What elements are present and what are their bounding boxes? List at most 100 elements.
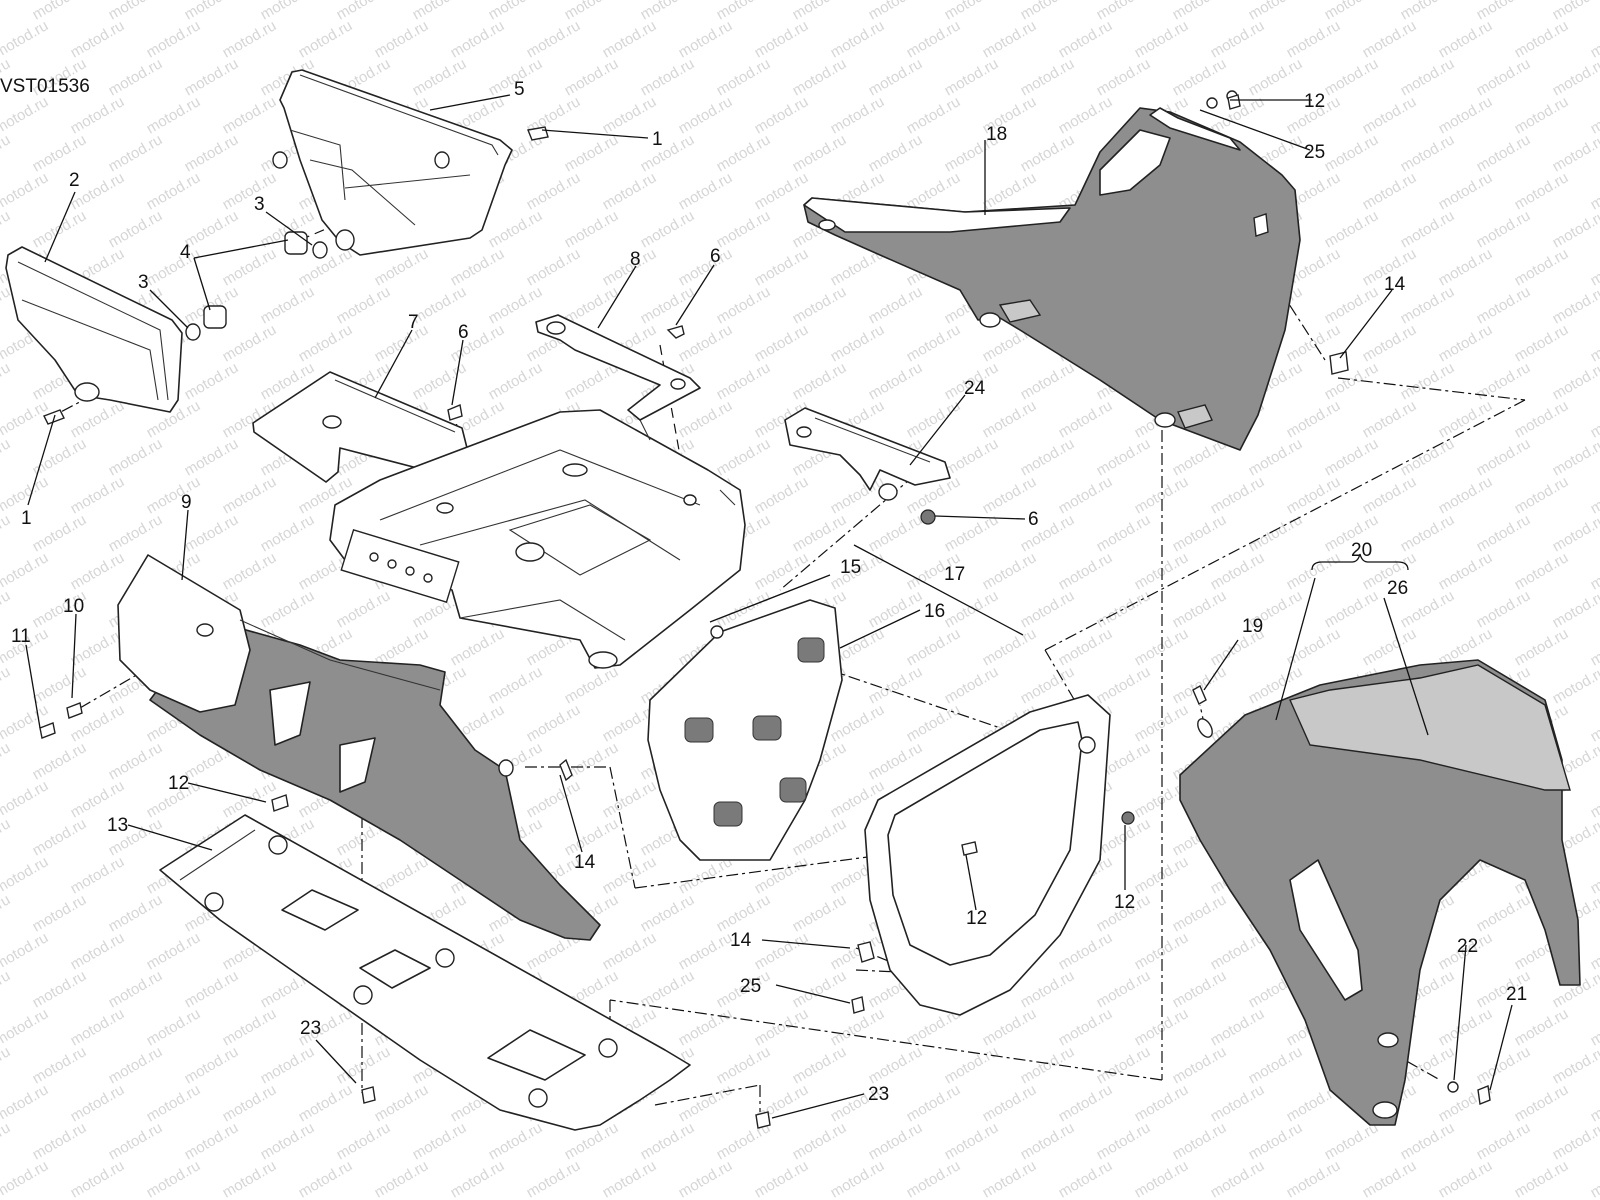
callout-25b: 25: [740, 976, 761, 997]
watermark-text: motod.ru: [1474, 131, 1534, 175]
watermark-text: motod.ru: [1550, 207, 1600, 251]
watermark-text: motod.ru: [942, 587, 1002, 631]
watermark-text: motod.ru: [1550, 55, 1600, 99]
watermark-text: motod.ru: [1588, 169, 1600, 213]
watermark-text: motod.ru: [714, 435, 774, 479]
watermark-text: motod.ru: [144, 17, 204, 61]
watermark-text: motod.ru: [562, 131, 622, 175]
watermark-text: motod.ru: [1512, 245, 1572, 289]
watermark-text: motod.ru: [866, 283, 926, 327]
watermark-text: motod.ru: [1588, 1005, 1600, 1049]
watermark-text: motod.ru: [866, 1043, 926, 1087]
watermark-text: motod.ru: [1436, 17, 1496, 61]
watermark-text: motod.ru: [714, 207, 774, 251]
watermark-text: motod.ru: [0, 815, 13, 859]
watermark-text: motod.ru: [1360, 93, 1420, 137]
watermark-text: motod.ru: [0, 967, 13, 1011]
watermark-text: motod.ru: [68, 853, 128, 897]
watermark-text: motod.ru: [600, 1157, 660, 1200]
watermark-text: motod.ru: [1094, 1043, 1154, 1087]
watermark-text: motod.ru: [106, 511, 166, 555]
watermark-text: motod.ru: [0, 1005, 51, 1049]
watermark-text: motod.ru: [790, 967, 850, 1011]
watermark-text: motod.ru: [1246, 435, 1306, 479]
watermark-text: motod.ru: [904, 17, 964, 61]
watermark-text: motod.ru: [790, 511, 850, 555]
watermark-text: motod.ru: [144, 1081, 204, 1125]
callout-6b: 6: [458, 322, 469, 343]
watermark-text: motod.ru: [1360, 169, 1420, 213]
watermark-text: motod.ru: [1550, 587, 1600, 631]
watermark-text: motod.ru: [1094, 663, 1154, 707]
watermark-text: motod.ru: [866, 511, 926, 555]
watermark-text: motod.ru: [68, 549, 128, 593]
watermark-text: motod.ru: [1474, 1043, 1534, 1087]
part-20-front-fender: [1179, 659, 1581, 1126]
watermark-text: motod.ru: [790, 359, 850, 403]
watermark-text: motod.ru: [68, 473, 128, 517]
watermark-text: motod.ru: [1360, 1157, 1420, 1200]
watermark-text: motod.ru: [1588, 777, 1600, 821]
watermark-text: motod.ru: [0, 207, 13, 251]
watermark-text: motod.ru: [1512, 1157, 1572, 1200]
watermark-text: motod.ru: [0, 549, 51, 593]
watermark-text: motod.ru: [1208, 929, 1268, 973]
watermark-text: motod.ru: [1208, 17, 1268, 61]
watermark-text: motod.ru: [524, 169, 584, 213]
watermark-text: motod.ru: [1474, 207, 1534, 251]
part-9-belly-panel: [117, 554, 601, 941]
watermark-text: motod.ru: [1284, 397, 1344, 441]
watermark-text: motod.ru: [68, 93, 128, 137]
watermark-text: motod.ru: [1398, 359, 1458, 403]
watermark-text: motod.ru: [1056, 929, 1116, 973]
watermark-text: motod.ru: [1512, 397, 1572, 441]
watermark-text: motod.ru: [904, 1081, 964, 1125]
callout-12c: 12: [966, 908, 987, 929]
watermark-text: motod.ru: [1512, 17, 1572, 61]
watermark-text: motod.ru: [676, 1081, 736, 1125]
watermark-text: motod.ru: [1588, 1081, 1600, 1125]
watermark-text: motod.ru: [106, 207, 166, 251]
watermark-text: motod.ru: [220, 1081, 280, 1125]
watermark-text: motod.ru: [676, 929, 736, 973]
callout-6c: 6: [1028, 509, 1039, 530]
watermark-text: motod.ru: [258, 283, 318, 327]
watermark-text: motod.ru: [752, 929, 812, 973]
watermark-text: motod.ru: [828, 929, 888, 973]
callout-21: 21: [1506, 984, 1527, 1005]
watermark-text: motod.ru: [0, 359, 13, 403]
watermark-text: motod.ru: [1094, 435, 1154, 479]
watermark-text: motod.ru: [486, 359, 546, 403]
watermark-text: motod.ru: [1512, 473, 1572, 517]
watermark-text: motod.ru: [106, 435, 166, 479]
callout-7: 7: [408, 312, 419, 333]
callout-23a: 23: [300, 1018, 321, 1039]
callout-24: 24: [964, 378, 986, 399]
watermark-text: motod.ru: [752, 93, 812, 137]
watermark-text: motod.ru: [828, 701, 888, 745]
watermark-text: motod.ru: [0, 435, 13, 479]
watermark-text: motod.ru: [904, 701, 964, 745]
watermark-text: motod.ru: [106, 891, 166, 935]
watermark-text: motod.ru: [1398, 511, 1458, 555]
callout-12a: 12: [168, 773, 189, 794]
watermark-text: motod.ru: [866, 739, 926, 783]
part-8-bracket: [535, 314, 701, 421]
watermark-text: motod.ru: [1284, 1157, 1344, 1200]
watermark-text: motod.ru: [980, 1081, 1040, 1125]
watermark-text: motod.ru: [106, 131, 166, 175]
watermark-text: motod.ru: [600, 93, 660, 137]
watermark-text: motod.ru: [1512, 169, 1572, 213]
watermark-text: motod.ru: [30, 967, 90, 1011]
watermark-text: motod.ru: [1588, 397, 1600, 441]
watermark-text: motod.ru: [0, 929, 51, 973]
watermark-text: motod.ru: [1018, 587, 1078, 631]
watermark-text: motod.ru: [144, 1157, 204, 1200]
watermark-text: motod.ru: [1170, 587, 1230, 631]
watermark-text: motod.ru: [1056, 1157, 1116, 1200]
watermark-text: motod.ru: [752, 17, 812, 61]
watermark-text: motod.ru: [1322, 587, 1382, 631]
watermark-text: motod.ru: [1588, 321, 1600, 365]
watermark-text: motod.ru: [68, 1081, 128, 1125]
